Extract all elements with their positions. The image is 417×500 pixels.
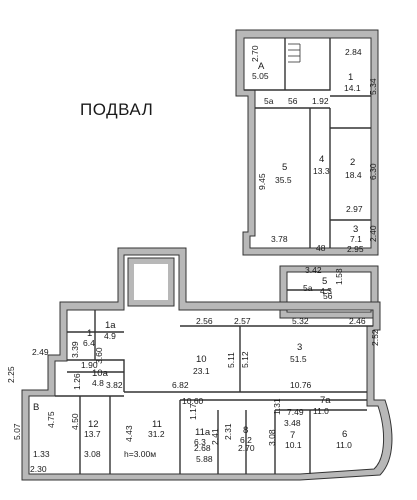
room-B-number: В [33,402,39,413]
floor-title: ПОДВАЛ [80,100,154,119]
dim-2-49: 2.49 [32,347,49,357]
room-2-area: 18.4 [345,170,362,180]
dim-2-56: 2.56 [196,316,213,326]
room-10-area: 23.1 [193,366,210,376]
dim-2-97: 2.97 [346,204,363,214]
room-3-big-number: 3 [297,342,302,353]
room-11a-number: 11а [195,427,211,438]
dim-5-07: 5.07 [12,423,22,440]
room-11-number: 11 [152,419,162,430]
dim-2-25: 2.25 [6,366,16,383]
partitions [55,38,373,474]
room-5a-mid-area: 56 [323,291,333,301]
room-11a-area: 6.3 [194,437,206,447]
dim-2-46: 2.46 [349,316,366,326]
room-1-left-area: 6.4 [83,338,95,348]
dim-6-30: 6.30 [368,163,378,180]
dim-4-75: 4.75 [46,411,56,428]
room-8-number: 8 [243,425,248,436]
room-8-area: 6.2 [240,435,252,445]
dim-2-68: 2.68 [194,443,211,453]
room-1a-number: 1а [105,320,116,331]
dim-2-40: 2.40 [368,225,378,242]
room-4-area: 13.3 [313,166,330,176]
room-3-top-number: 3 [353,224,358,235]
dim-3-08: 3.08 [267,429,277,446]
dim-1-17: 1.17 [188,403,198,420]
dim-3-08b: 3.08 [84,449,101,459]
dim-7-49: 7.49 [287,407,304,417]
dim-9-45: 9.45 [257,173,267,190]
room-3-top-area: 7.1 [350,234,362,244]
dimension-labels: 2.70 2.84 5.34 1.92 56 9.45 6.30 2.97 2.… [6,45,380,474]
room-4-number: 4 [319,154,324,165]
room-7a-number: 7а [320,395,331,406]
room-1-top-area: 14.1 [344,83,361,93]
dim-2-70: 2.70 [250,45,260,62]
dim-5-88: 5.88 [196,454,213,464]
dim-1-26: 1.26 [72,373,82,390]
dim-1-92: 1.92 [312,96,329,106]
dim-2-84: 2.84 [345,47,362,57]
room-1a-area: 4.9 [104,331,116,341]
dim-2-57: 2.57 [234,316,251,326]
room-5-mid-number: 5 [322,276,327,287]
room-7-area: 10.1 [285,440,302,450]
dim-4-43: 4.43 [124,425,134,442]
dim-2-41: 2.41 [210,428,220,445]
dim-5-34: 5.34 [368,78,378,95]
room-5-number: 5 [282,162,287,173]
dim-2-31: 2.31 [223,423,233,440]
staircase-icon [288,43,301,63]
room-11-area: 31.2 [148,429,165,439]
dim-5-12: 5.12 [240,351,250,368]
room-6-number: 6 [342,429,347,440]
dim-2-52: 2.52 [370,329,380,346]
dim-1-58: 1.58 [334,268,344,285]
room-5-mid-area: 4.3 [320,286,332,296]
dim-3-39: 3.39 [70,341,80,358]
room-10a-number: 10а [92,368,109,379]
room-7a-area: 11.0 [313,406,329,416]
dim-48: 48 [316,243,326,253]
dim-3-42: 3.42 [305,265,322,275]
room-10-number: 10 [196,354,207,365]
dim-3-60: 3.60 [94,347,104,364]
dim-4-50: 4.50 [70,413,80,430]
room-3-big-area: 51.5 [290,354,307,364]
dim-3-48: 3.48 [284,418,301,428]
dim-56: 56 [288,96,298,106]
dim-10-60: 10.60 [182,396,204,406]
room-1-top-number: 1 [348,72,353,83]
dim-5-11: 5.11 [226,352,236,368]
room-5-area: 35.5 [275,175,292,185]
room-7-number: 7 [290,430,295,441]
room-12-area: 13.7 [84,429,101,439]
ceiling-height: h=3.00м [124,449,156,459]
outer-walls [21,29,393,481]
dim-2-95: 2.95 [347,244,364,254]
room-2-number: 2 [350,157,355,168]
dim-3-82: 3.82 [106,380,123,390]
dim-5-32: 5.32 [292,316,309,326]
room-12-number: 12 [88,419,99,430]
room-A-area: 5.05 [252,71,269,81]
dim-2-30: 2.30 [30,464,47,474]
dim-2-70b: 2.70 [238,443,255,453]
room-6-area: 11.0 [336,440,352,450]
dim-1-33: 1.33 [33,449,50,459]
room-A-number: A [258,61,265,72]
lower-body-wall [21,247,393,481]
room-5a-top-number: 5а [264,96,274,106]
dim-10-76: 10.76 [290,380,312,390]
room-5a-mid-number: 5а [303,283,313,293]
room-10a-area: 4.8 [92,378,104,388]
dim-6-82: 6.82 [172,380,189,390]
room-1-left-number: 1 [87,328,92,339]
dim-1-90: 1.90 [81,360,98,370]
room-labels: A 5.05 1 14.1 5а 5 35.5 4 13.3 2 18.4 3 … [33,61,362,450]
dim-3-78: 3.78 [271,234,288,244]
dim-1-31: 1.31 [272,398,282,415]
